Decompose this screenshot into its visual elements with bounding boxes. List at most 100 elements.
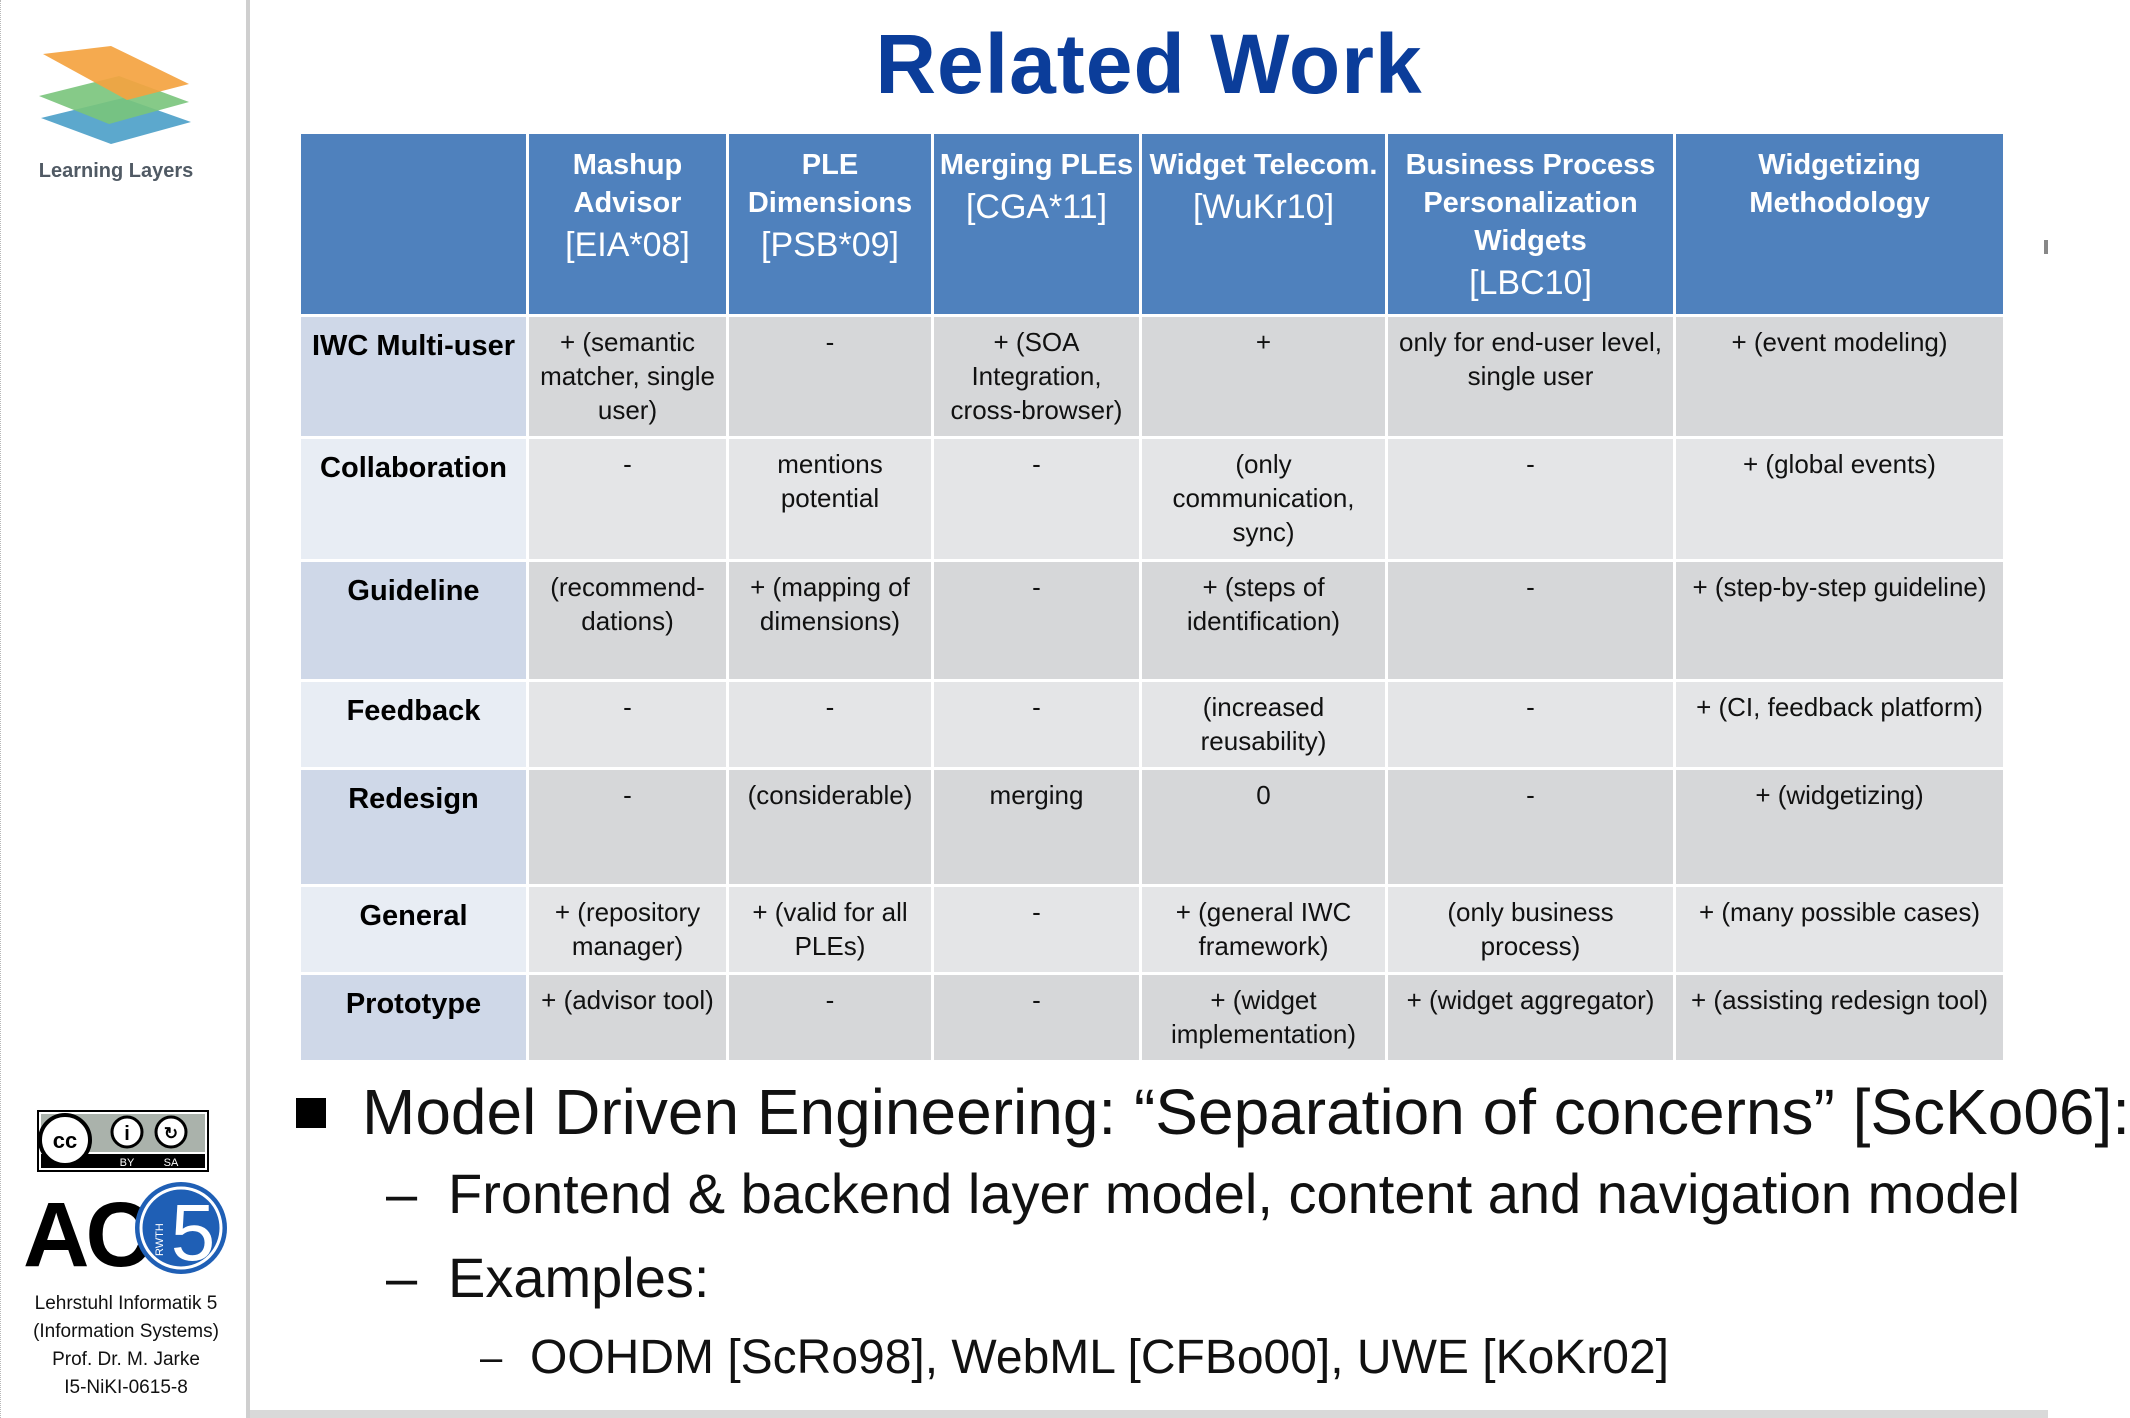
header-ref: [EIA*08] <box>565 226 690 264</box>
table-cell: + (general IWC framework) <box>1139 884 1388 975</box>
table-cell: - <box>726 679 934 770</box>
table-cell: - <box>931 436 1142 562</box>
header-cell-widget-telecom: Widget Telecom. [WuKr10] <box>1139 131 1388 317</box>
cc-sa-label: SA <box>164 1157 179 1169</box>
table-cell: + (CI, feedback platform) <box>1673 679 2006 770</box>
header-cell-business-process: Business Process Personalization Widgets… <box>1385 131 1676 317</box>
row-label: Guideline <box>298 559 529 682</box>
row-label: Redesign <box>298 767 529 887</box>
table-cell: + (steps of identification) <box>1139 559 1388 682</box>
table-cell: - <box>931 884 1142 975</box>
table-cell: + (step-by-step guideline) <box>1673 559 2006 682</box>
header-ref: [PSB*09] <box>761 226 899 264</box>
dash-bullet-icon: – <box>386 1162 418 1225</box>
table-cell: merging <box>931 767 1142 887</box>
table-cell: (increased reusability) <box>1139 679 1388 770</box>
header-cell-mashup-advisor: Mashup Advisor [EIA*08] <box>526 131 729 317</box>
bullet-text: Examples: <box>448 1246 710 1309</box>
sidebar: Learning Layers cc i ↻ BY SA AC 5 RWTH L… <box>0 0 246 1418</box>
dash-bullet-icon: – <box>386 1246 418 1309</box>
learning-layers-logo <box>39 46 191 144</box>
logo-layer-orange <box>43 46 189 100</box>
table-header-row: Mashup Advisor [EIA*08] PLE Dimensions [PS… <box>298 131 2006 317</box>
table-cell: + (valid for all PLEs) <box>726 884 934 975</box>
table-cell: - <box>726 972 934 1063</box>
table-cell: + (widget aggregator) <box>1385 972 1676 1063</box>
header-title: Widget Telecom. <box>1149 149 1378 181</box>
ac5-five: 5 <box>171 1188 216 1277</box>
bullet-level1: Model Driven Engineering: “Separation of… <box>296 1072 2130 1152</box>
svg-text:i: i <box>124 1123 130 1145</box>
header-title: Widgetizing Methodology <box>1749 149 1930 219</box>
table-cell: + <box>1139 314 1388 439</box>
svg-text:cc: cc <box>53 1128 77 1153</box>
bullet-level3: – OOHDM [ScRo98], WebML [CFBo00], UWE [K… <box>296 1320 2016 1396</box>
table-row: Feedback - - - (increased reusability) -… <box>298 679 2006 770</box>
bullet-text: Model Driven Engineering: “Separation of… <box>362 1076 2130 1148</box>
bullet-level2: – Frontend & backend layer model, conten… <box>296 1152 2020 1236</box>
header-title: PLE Dimensions <box>747 149 913 219</box>
row-label: Collaboration <box>298 436 529 562</box>
table-row: Collaboration - mentions potential - (on… <box>298 436 2006 562</box>
right-edge-mark <box>2044 240 2048 254</box>
table-cell: + (SOA Integration, cross-browser) <box>931 314 1142 439</box>
table-cell: only for end-user level, single user <box>1385 314 1676 439</box>
table-cell: - <box>526 679 729 770</box>
table-cell: + (semantic matcher, single user) <box>526 314 729 439</box>
header-title: Mashup Advisor <box>572 149 683 219</box>
header-cell-widgetizing-methodology: Widgetizing Methodology <box>1673 131 2006 317</box>
svg-text:↻: ↻ <box>164 1124 178 1143</box>
table-cell: + (global events) <box>1673 436 2006 562</box>
related-work-table: Mashup Advisor [EIA*08] PLE Dimensions [PS… <box>298 131 2006 1063</box>
chair-line: Prof. Dr. M. Jarke <box>52 1349 200 1370</box>
row-label: Feedback <box>298 679 529 770</box>
page-title: Related Work <box>875 17 1423 111</box>
table-cell: + (repository manager) <box>526 884 729 975</box>
cc-by-label: BY <box>120 1157 135 1169</box>
table-cell: (only business process) <box>1385 884 1676 975</box>
sidebar-divider <box>246 0 250 1418</box>
header-cell-merging-ples: Merging PLEs [CGA*11] <box>931 131 1142 317</box>
bullet-list: Model Driven Engineering: “Separation of… <box>296 1072 2130 1396</box>
table-cell: - <box>1385 679 1676 770</box>
table-row: IWC Multi-user + (semantic matcher, sing… <box>298 314 2006 439</box>
table-cell: - <box>726 314 934 439</box>
chair-line: Lehrstuhl Informatik 5 <box>34 1293 218 1314</box>
bullet-text: OOHDM [ScRo98], WebML [CFBo00], UWE [KoK… <box>530 1331 1670 1384</box>
table-cell: (only communication, sync) <box>1139 436 1388 562</box>
header-title: Merging PLEs <box>939 149 1134 181</box>
chair-info: Lehrstuhl Informatik 5 (Information Syst… <box>9 1290 243 1402</box>
row-label: IWC Multi-user <box>298 314 529 439</box>
table-cell: + (mapping of dimensions) <box>726 559 934 682</box>
table-cell: (recommend-dations) <box>526 559 729 682</box>
header-ref: [WuKr10] <box>1192 188 1335 226</box>
table-cell: + (event modeling) <box>1673 314 2006 439</box>
table-cell: + (assisting redesign tool) <box>1673 972 2006 1063</box>
table-cell: (considerable) <box>726 767 934 887</box>
table-cell: - <box>526 767 729 887</box>
ac5-logo: AC 5 RWTH <box>23 1182 227 1286</box>
header-ref: [LBC10] <box>1469 264 1592 302</box>
table-cell: - <box>931 559 1142 682</box>
bullet-level2: – Examples: <box>296 1236 2016 1320</box>
bullet-text: Frontend & backend layer model, content … <box>448 1162 2021 1225</box>
table-cell: + (widgetizing) <box>1673 767 2006 887</box>
table-row: Redesign - (considerable) merging 0 - + … <box>298 767 2006 887</box>
cc-by-sa-badge: cc i ↻ BY SA <box>37 1110 209 1172</box>
row-label: Prototype <box>298 972 529 1063</box>
table-cell: + (many possible cases) <box>1673 884 2006 975</box>
chair-line: (Information Systems) <box>33 1321 219 1342</box>
logo-layer-green <box>39 76 189 124</box>
table-cell: - <box>931 972 1142 1063</box>
header-cell-ple-dimensions: PLE Dimensions [PSB*09] <box>726 131 934 317</box>
table-cell: mentions potential <box>726 436 934 562</box>
table-cell: - <box>526 436 729 562</box>
rwth-label: RWTH <box>154 1223 166 1256</box>
header-cell-empty <box>298 131 529 317</box>
table-cell: + (widget implementation) <box>1139 972 1388 1063</box>
table-row: General + (repository manager) + (valid … <box>298 884 2006 975</box>
header-ref: [CGA*11] <box>965 188 1108 226</box>
table-cell: 0 <box>1139 767 1388 887</box>
table-row: Prototype + (advisor tool) - - + (widget… <box>298 972 2006 1063</box>
bottom-rule <box>250 1410 2048 1418</box>
